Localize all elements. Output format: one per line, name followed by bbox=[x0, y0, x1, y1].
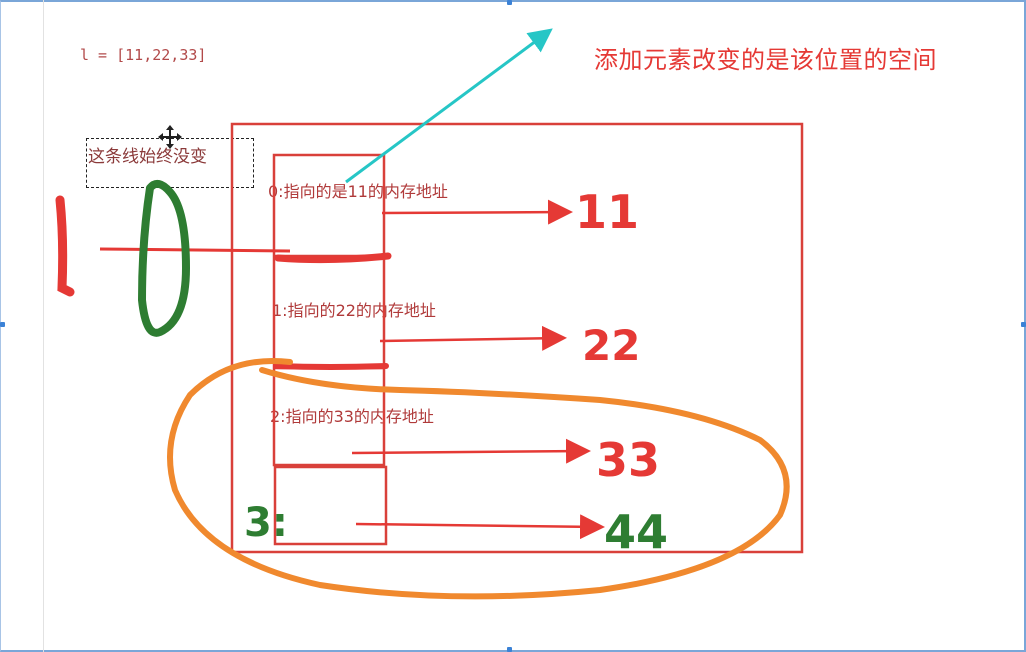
resize-handle-right[interactable] bbox=[1021, 322, 1026, 327]
red-marker-stroke-1 bbox=[274, 252, 392, 264]
resize-handle-left[interactable] bbox=[0, 322, 5, 327]
move-cursor-icon bbox=[158, 125, 182, 149]
variable-l-stroke bbox=[55, 195, 75, 297]
resize-handle-bottom[interactable] bbox=[507, 647, 512, 652]
arrow-cell-2 bbox=[351, 438, 591, 464]
value-11: 11 bbox=[575, 185, 639, 239]
resize-handle-top[interactable] bbox=[507, 0, 512, 5]
cell-label-0: 0:指向的是11的内存地址 bbox=[268, 182, 448, 201]
list-cell-column bbox=[272, 153, 386, 467]
cyan-pointer-arrow bbox=[345, 28, 553, 184]
arrow-cell-3 bbox=[355, 514, 605, 540]
cell-label-2: 2:指向的33的内存地址 bbox=[270, 407, 434, 426]
orange-highlight-ellipse bbox=[167, 358, 790, 600]
note-text: 这条线始终没变 bbox=[88, 147, 207, 167]
arrow-cell-1 bbox=[379, 325, 567, 351]
added-index: 3: bbox=[244, 500, 288, 546]
caption-text: 添加元素改变的是该位置的空间 bbox=[594, 46, 937, 74]
value-22: 22 bbox=[582, 321, 640, 370]
green-reference-oval bbox=[138, 179, 190, 337]
variable-reference-line bbox=[99, 247, 291, 253]
memory-box-outer bbox=[230, 122, 804, 554]
arrow-cell-0 bbox=[381, 199, 573, 225]
editor-gutter-line bbox=[43, 0, 44, 652]
code-list-definition: l = [11,22,33] bbox=[80, 46, 207, 64]
value-33: 33 bbox=[596, 433, 660, 487]
value-44: 44 bbox=[604, 505, 668, 559]
added-cell bbox=[273, 465, 388, 546]
red-marker-stroke-2 bbox=[273, 363, 389, 370]
cell-label-1: 1:指向的22的内存地址 bbox=[272, 301, 436, 320]
